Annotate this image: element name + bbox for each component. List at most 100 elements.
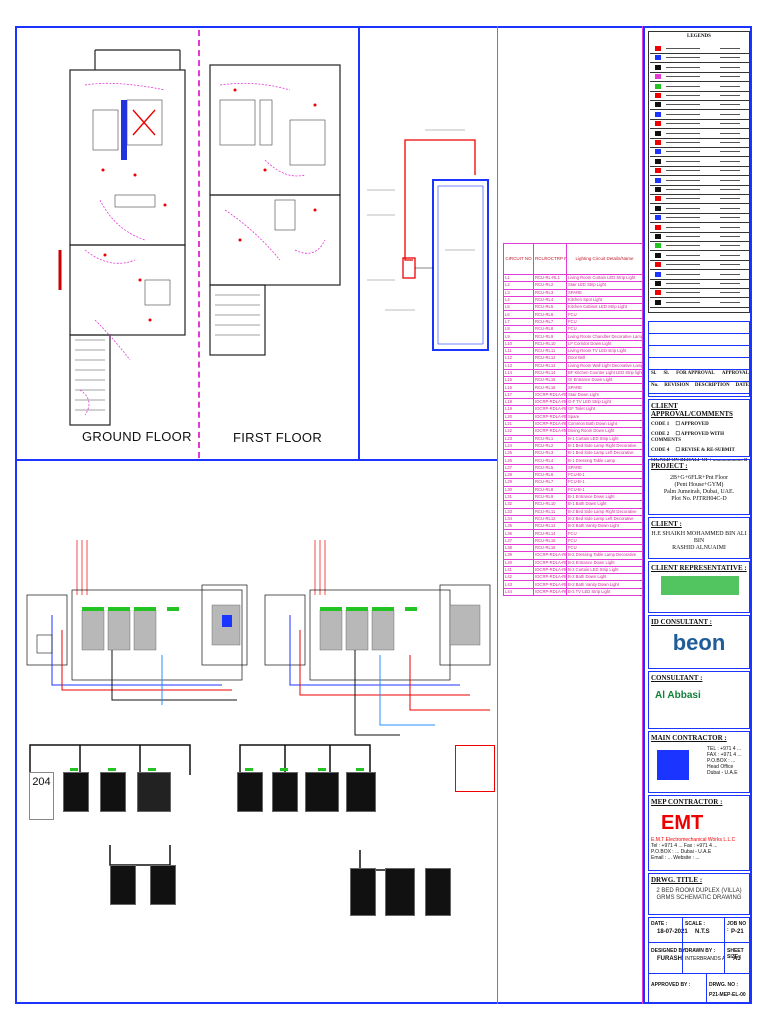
circuit-no-cell: L30 [503,485,534,494]
relay-cell: IOCRP-RDLA-RL3 [533,565,567,575]
legend-row [650,73,750,83]
circuit-no-cell: L41 [503,565,534,575]
legend-quantity [720,85,740,87]
legend-quantity [720,48,740,49]
revision-grid [649,322,749,396]
mc-line-5: Dubai - U.A.E [707,770,738,776]
legend-symbol-icon [655,102,661,108]
first-floor-label: FIRST FLOOR [233,430,323,445]
legend-description [666,254,700,256]
code-3-text: REVISE & RE-SUBMIT [681,448,735,453]
legend-quantity [720,245,740,247]
legend-description [666,151,700,153]
drawing-title-1: 2 BED ROOM DUPLEX (VILLA) [656,888,742,894]
legend-quantity [720,160,740,162]
circuit-no-cell: L18 [503,398,534,407]
circuit-name-cell: B-1 Dressing Table Lamp [566,456,643,465]
legend-quantity [720,292,740,294]
drawn-label: DRAWN BY : [685,948,716,954]
circuit-no-cell: L22 [503,427,534,436]
circuit-no-cell: L40 [503,558,534,567]
circuit-no-cell: L8 [503,325,534,334]
drawing-info-grid: DATE : 18-07-2021 SCALE : N.T.S JOB NO :… [648,917,750,1003]
drawn-value: INTERBRANDS AND ABOUT [685,956,725,962]
main-contractor-block: MAIN CONTRACTOR : TEL : +971 4 ... FAX :… [648,731,750,793]
circuit-no-cell: L3 [503,288,534,297]
legend-description [666,198,700,200]
mep-name: E.M.T Electromechanical Works L.L.C [651,837,736,843]
grid-line-h2 [649,973,749,974]
keypad-panel [110,865,136,905]
circuit-no-cell: L28 [503,470,534,480]
legend-quantity [720,104,740,106]
circuit-name-cell: Living Room Wall Light Decorative Lamp [566,361,643,370]
room-number-card: 204 [29,772,54,820]
circuit-no-cell: L19 [503,405,534,414]
legend-description [666,57,700,59]
circuit-name-cell: Stair LED Strip Light [566,281,643,290]
client-rep-logo [661,576,739,608]
relay-cell: RCU-RL9 [533,492,567,502]
circuit-name-cell: FCU-B-1 [566,485,643,494]
circuit-name-cell: Kitchen Cabinet LED Strip Light [566,303,643,312]
rev-h-sl2: Sl. [663,371,669,376]
legend-description [666,189,700,190]
legend-symbol-icon [655,74,661,80]
ground-floor-label: GROUND FLOOR [82,429,192,444]
drwg-no-label: DRWG. NO : [709,982,739,988]
approval-code-3: CODE 4 ☐ REVISE & RE-SUBMIT [651,448,735,453]
mep-contractor-block: MEP CONTRACTOR : EMT E.M.T Electromechan… [648,795,750,871]
legend-row [650,271,750,280]
relay-cell: RCU-RL13 [533,361,567,370]
legend-symbol-icon [655,46,661,51]
legend-row [650,45,750,54]
relay-cell: IOCRP-RDLA-RL1 [533,390,567,400]
code-3-label: CODE 4 [651,448,670,453]
relay-cell: RCU-RL5 [533,303,567,312]
legend-quantity [720,189,740,190]
relay-cell: RCU-RL3 [533,288,567,297]
circuit-no-cell: L35 [503,522,534,531]
legend-row [650,130,750,139]
circuit-name-cell: G-F TV LED Strip Light [566,398,643,407]
project-line-1: 2B+G+6FLR+Pnt Floor [670,475,728,481]
legend-row [650,299,750,308]
circuit-name-cell: FCU [566,325,643,334]
approval-code-1: CODE 1 ☐ APPROVED [651,422,709,427]
id-consultant-title: ID CONSULTANT : [651,618,712,626]
code-2-label: CODE 2 [651,432,670,437]
client-rep-title: CLIENT REPRESENTATIVE : [651,564,747,572]
legend-description [666,301,700,303]
circuit-no-cell: L17 [503,390,534,400]
client-rep-block: CLIENT REPRESENTATIVE : [648,561,750,613]
circuit-name-cell: B-2 Bed Side Lamp Left Decorative [566,514,643,524]
project-line-4: Plot No. PJTRH04C-D [671,496,727,502]
rev-h-no: No. [651,383,659,388]
keypad-panel [137,772,171,812]
legend-quantity [720,273,740,275]
relay-cell: RCU-RL6 [533,310,567,319]
legend-row [650,92,750,101]
client-block: CLIENT : H.E SHAIKH MOHAMMED BIN ALI BIN… [648,517,750,559]
circuit-no-cell: L44 [503,587,534,597]
main-contractor-contact: TEL : +971 4 ... FAX : +971 4 ... P.O.BO… [707,746,749,776]
relay-cell: IOCRP-RDLA-RL5 [533,580,567,589]
divider-horizontal-mid [15,459,497,461]
relay-cell: RCU-RL16 [533,543,567,553]
scale-value: N.T.S [695,929,710,935]
keypad-panel [350,868,376,916]
rev-h-rev: REVISION [664,383,689,388]
id-consultant-block: ID CONSULTANT : beon [648,615,750,669]
circuit-no-cell: L4 [503,295,534,305]
legend-row [650,261,750,271]
relay-cell: RCU-RL10 [533,339,567,348]
legend-description [666,76,700,78]
circuit-name-cell: Door Bell [566,354,643,363]
legend-symbol-icon [655,121,661,127]
legend-row [650,233,750,242]
